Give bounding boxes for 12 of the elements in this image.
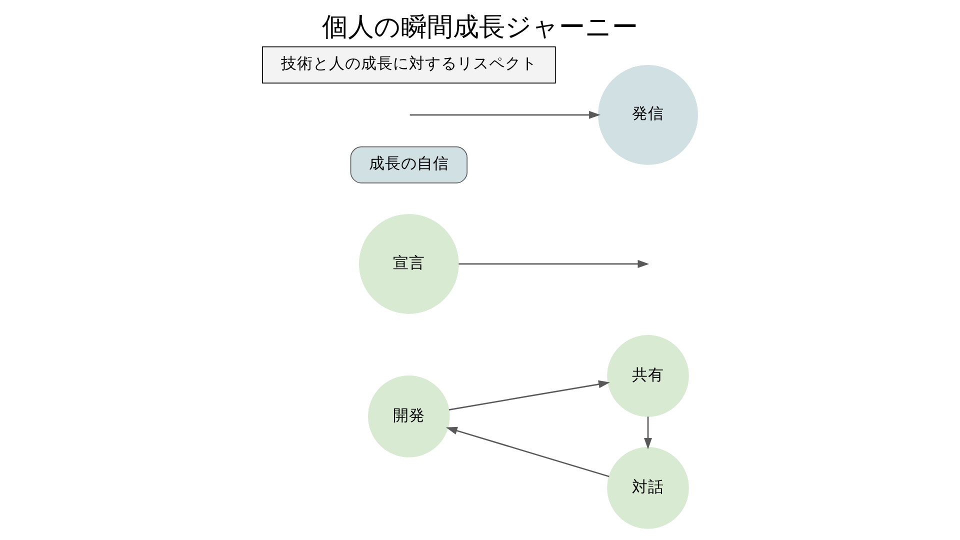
- node-box: 成長の自信: [350, 146, 468, 184]
- node-circle: 開発: [368, 376, 450, 458]
- node-circle: 対話: [607, 447, 689, 529]
- diagram-title: 個人の瞬間成長ジャーニー: [322, 12, 638, 43]
- arrow: [644, 416, 652, 450]
- node-box: 技術と人の成長に対するリスペクト: [262, 46, 556, 84]
- arrow: [410, 110, 600, 119]
- arrow: [446, 426, 610, 478]
- node-circle: 宣言: [358, 214, 459, 314]
- node-circle: 共有: [607, 335, 689, 417]
- arrow: [448, 380, 610, 410]
- node-circle: 発信: [598, 64, 698, 165]
